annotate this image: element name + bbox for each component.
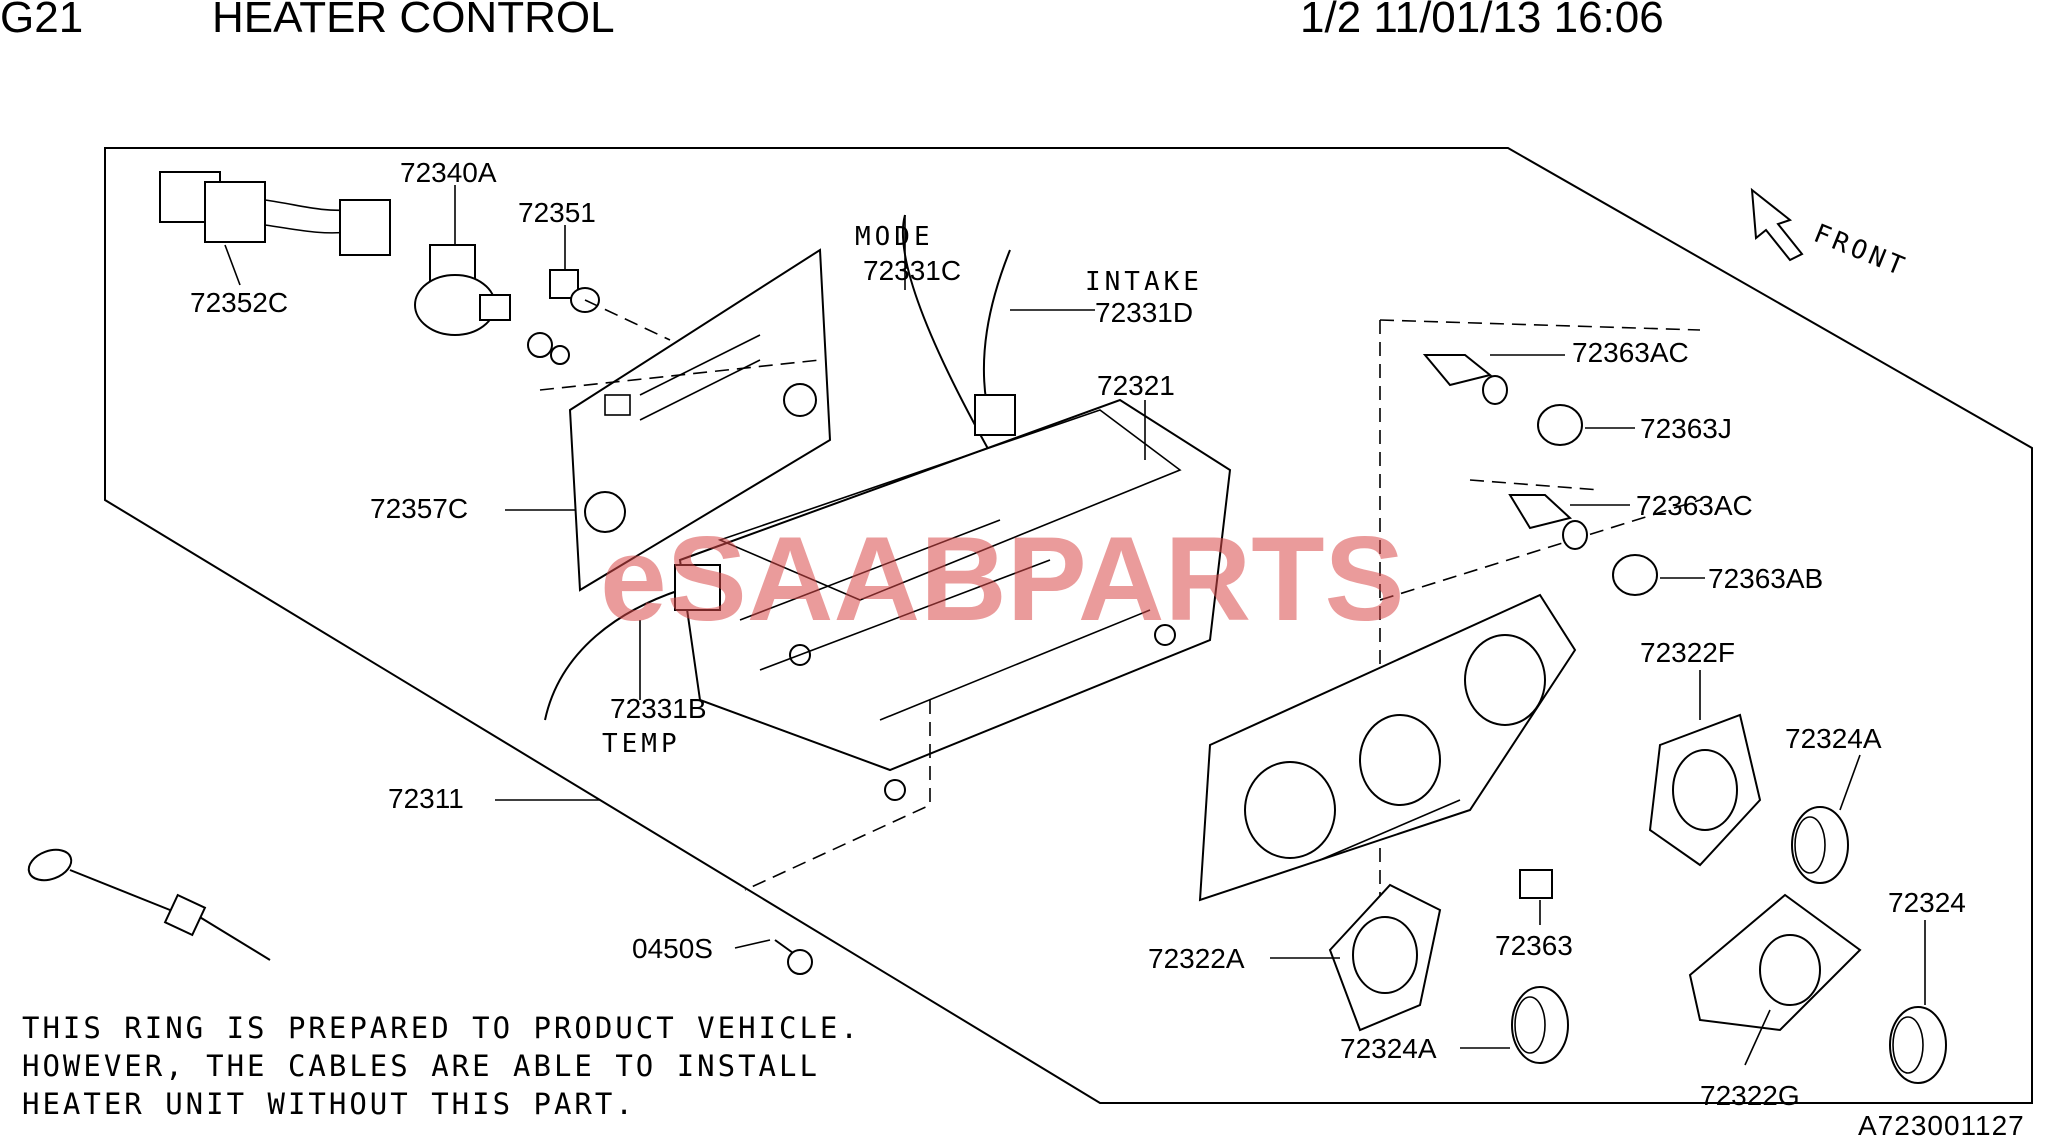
part-72331B[interactable]: 72331B (610, 693, 707, 724)
plate-72322A (1328, 883, 1442, 1032)
label-intake: INTAKE (1085, 267, 1203, 297)
part-72331C[interactable]: 72331C (863, 255, 961, 286)
front-arrow-icon (1750, 187, 1804, 262)
part-0450S[interactable]: 0450S (632, 933, 713, 964)
note-line-2: HOWEVER, THE CABLES ARE ABLE TO INSTALL (22, 1049, 820, 1083)
connector-72352C (159, 171, 391, 256)
knob-72324A-2 (1511, 986, 1569, 1064)
part-72324A-2[interactable]: 72324A (1340, 1033, 1437, 1064)
face-plate (1198, 593, 1577, 902)
part-number-labels: 72340A 72351 72352C 72331C 72331D 72321 … (190, 157, 1966, 1111)
assembly-lines-right (1379, 319, 1701, 601)
part-72363AC-2[interactable]: 72363AC (1636, 490, 1753, 521)
part-72311[interactable]: 72311 (388, 783, 464, 814)
leader-72324A-1 (1839, 754, 1861, 811)
panel-72357C (568, 248, 832, 592)
part-72363AC-1[interactable]: 72363AC (1572, 337, 1689, 368)
part-72331D[interactable]: 72331D (1095, 297, 1193, 328)
assembly-lines-left (539, 299, 1381, 1000)
leader-0450S (734, 939, 771, 949)
screw-0450S (774, 939, 813, 975)
model-code: G21 (0, 0, 83, 42)
plate-72322G (1688, 893, 1862, 1032)
note-text: THIS RING IS PREPARED TO PRODUCT VEHICLE… (22, 1011, 861, 1121)
cable-72331C (902, 214, 1001, 471)
diagram-title: HEATER CONTROL (212, 0, 615, 42)
bulb-72363AB (1612, 554, 1658, 596)
part-72363AB[interactable]: 72363AB (1708, 563, 1823, 594)
leader-72322G (1744, 1009, 1771, 1066)
part-72322F[interactable]: 72322F (1640, 637, 1735, 668)
note-line-3: HEATER UNIT WITHOUT THIS PART. (22, 1087, 636, 1121)
housing-72321 (674, 394, 1232, 801)
bulb-holder-72363AC-2 (1508, 494, 1588, 550)
part-72363J[interactable]: 72363J (1640, 413, 1732, 444)
page-info: 1/2 11/01/13 16:06 (1300, 0, 1664, 42)
part-72321[interactable]: 72321 (1097, 370, 1175, 401)
part-72357C[interactable]: 72357C (370, 493, 468, 524)
bulb-72351 (549, 269, 600, 313)
blower-switch-72340A (414, 244, 570, 365)
ring-plate-72322F (1648, 713, 1762, 867)
part-72322G[interactable]: 72322G (1700, 1080, 1800, 1111)
note-line-1: THIS RING IS PREPARED TO PRODUCT VEHICLE… (22, 1011, 861, 1045)
knob-72324 (1889, 1006, 1947, 1084)
label-mode: MODE (855, 222, 934, 252)
diagram-code: A723001127 (1858, 1110, 2025, 1141)
part-72352C[interactable]: 72352C (190, 287, 288, 318)
part-72363[interactable]: 72363 (1495, 930, 1573, 961)
knob-72324A-1 (1791, 806, 1849, 884)
part-72351[interactable]: 72351 (518, 197, 596, 228)
part-72324A-1[interactable]: 72324A (1785, 723, 1882, 754)
part-72324[interactable]: 72324 (1888, 887, 1966, 918)
label-temp: TEMP (602, 729, 681, 759)
assembly-frame (104, 147, 2033, 1104)
cable-72331B (544, 589, 681, 721)
part-72322A[interactable]: 72322A (1148, 943, 1245, 974)
leader-72352C (224, 244, 241, 286)
header: G21 HEATER CONTROL 1/2 11/01/13 16:06 (0, 0, 1664, 42)
bulb-holder-72363AC-1 (1422, 354, 1508, 405)
ring-with-cable (27, 848, 271, 961)
part-72340A[interactable]: 72340A (400, 157, 497, 188)
bulb-72363 (1519, 869, 1553, 899)
bulb-72363J (1537, 404, 1583, 446)
front-label: FRONT (1809, 219, 1911, 284)
watermark: eSAABPARTS (600, 512, 1405, 646)
